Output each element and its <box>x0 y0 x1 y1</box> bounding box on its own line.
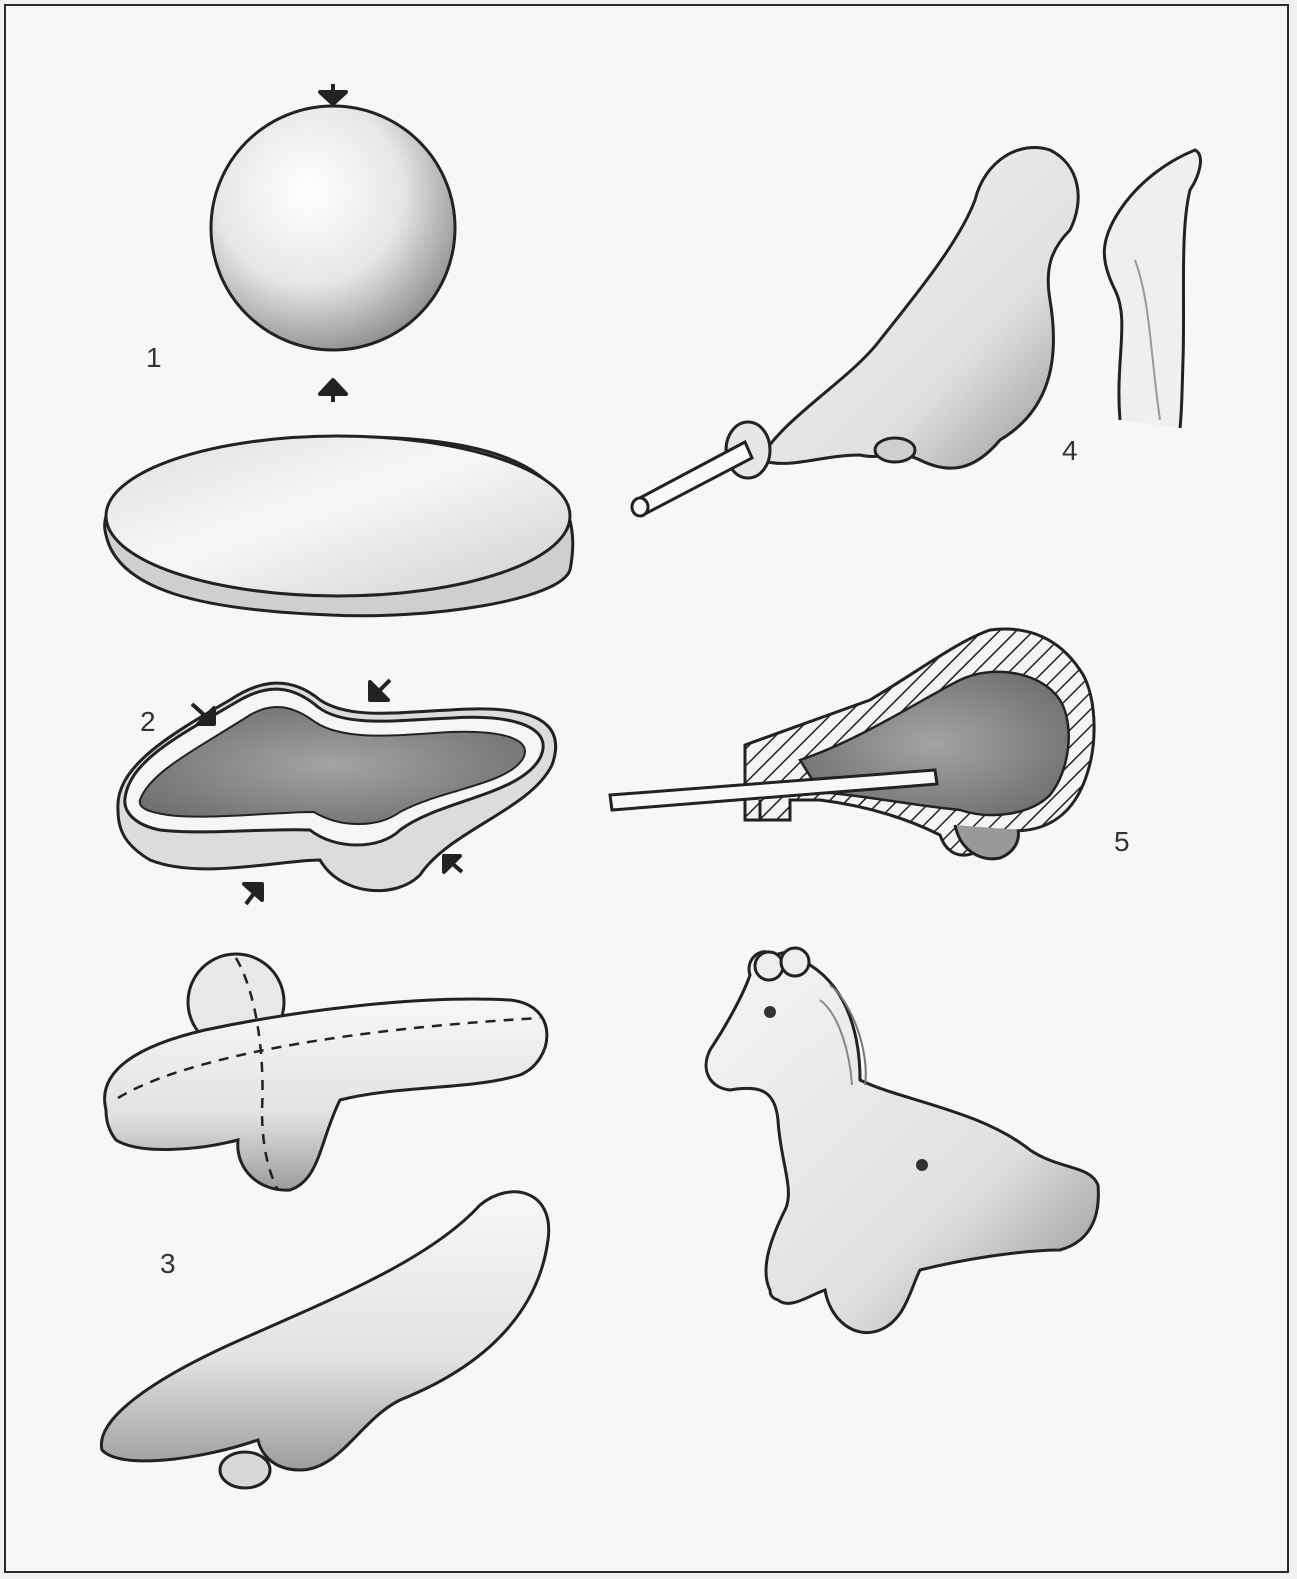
blowpipe-icon <box>632 422 770 516</box>
press-arrow-top-icon <box>320 84 346 104</box>
step-label-3: 3 <box>160 1250 176 1278</box>
step-label-5: 5 <box>1114 828 1130 856</box>
step1-flat-disk <box>105 436 573 616</box>
press-arrow-bottom-icon <box>320 380 346 402</box>
step4-profile-section <box>1104 150 1200 428</box>
step1-ball <box>211 106 455 350</box>
press-arrow-2c-icon <box>244 884 262 904</box>
final-horse-figurine <box>706 948 1098 1333</box>
step-label-1: 1 <box>146 344 162 372</box>
step4-shaped-body <box>760 147 1078 468</box>
step3-elongated-body <box>101 1192 548 1488</box>
step5-cross-section <box>610 629 1094 859</box>
step-label-2: 2 <box>140 708 156 736</box>
step2-pinched-dish <box>118 683 556 891</box>
press-arrow-2d-icon <box>444 856 462 872</box>
step3-cross-body <box>105 954 547 1190</box>
step-label-4: 4 <box>1062 437 1078 465</box>
press-arrow-2b-icon <box>370 680 390 700</box>
